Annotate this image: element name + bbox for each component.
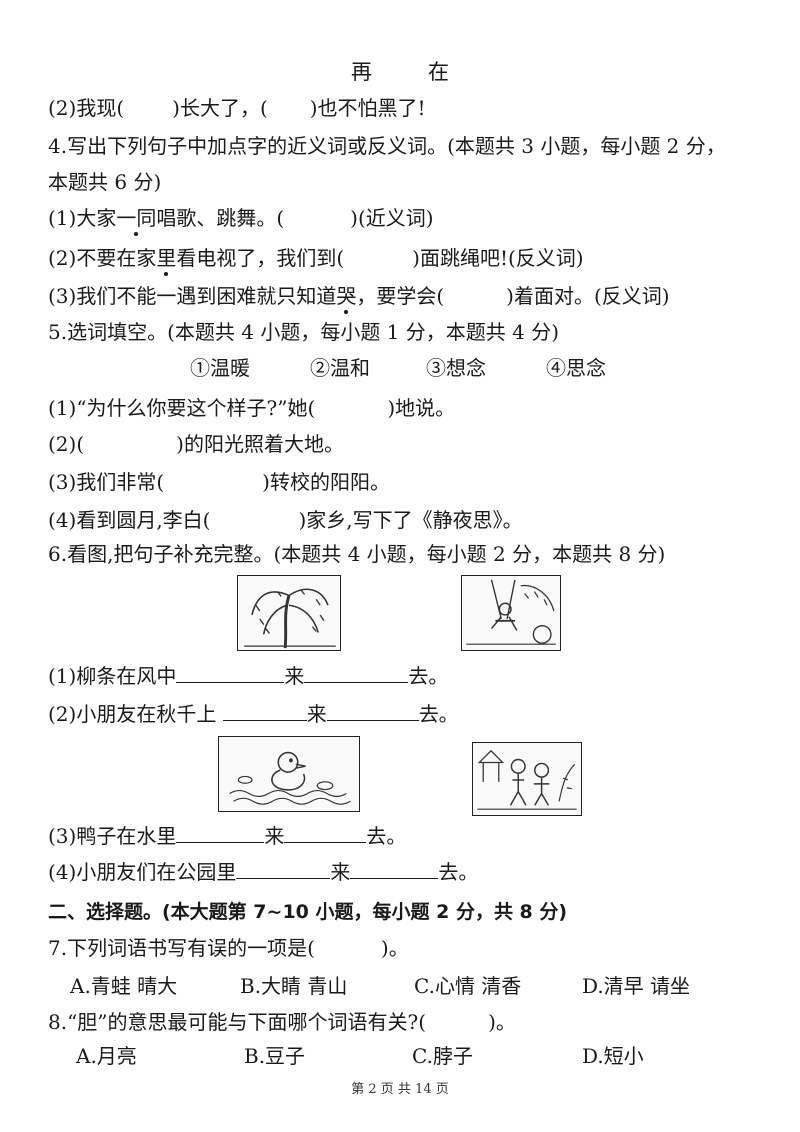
duck-icon (229, 751, 351, 805)
header-words: 再在 (0, 58, 800, 86)
q6-item-1: (1)柳条在风中来去。 (48, 664, 449, 688)
children-icon (477, 749, 577, 810)
header-word-2: 在 (428, 60, 449, 84)
q8-option-b[interactable]: B.豆子 (244, 1044, 306, 1068)
answer-blank[interactable] (350, 860, 439, 879)
duck-in-water-picture (218, 736, 360, 812)
q8-option-d[interactable]: D.短小 (582, 1044, 644, 1068)
q5-option: ④思念 (546, 356, 606, 380)
q6-item-3: (3)鸭子在水里来去。 (48, 824, 407, 848)
q5-item-3: (3)我们非常()转校的阳阳。 (48, 470, 390, 494)
swing-icon (466, 579, 556, 645)
q5-option: ③想念 (426, 356, 486, 380)
q7-option-a[interactable]: A.青蛙 晴大 (70, 974, 178, 998)
q5-item-4: (4)看到圆月,李白()家乡,写下了《静夜思》。 (48, 508, 523, 532)
q4-item-2: (2)不要在家里看电视了，我们到()面跳绳吧!(反义词) (48, 246, 584, 276)
answer-blank[interactable] (176, 824, 265, 843)
q3-item-2: (2)我现()长大了，()也不怕黑了! (48, 96, 426, 120)
q8-option-c[interactable]: C.脖子 (412, 1044, 473, 1068)
section-2-heading: 二、选择题。(本大题第 7~10 小题，每小题 2 分，共 8 分) (48, 901, 568, 923)
q7-option-c[interactable]: C.心情 清香 (414, 974, 522, 998)
q4-item-1: (1)大家一同唱歌、跳舞。()(近义词) (48, 206, 434, 236)
q6-item-4: (4)小朋友们在公园里来去。 (48, 860, 479, 884)
q6-heading: 6.看图,把句子补充完整。(本题共 4 小题，每小题 2 分，本题共 8 分) (48, 542, 666, 566)
q5-option: ②温和 (310, 356, 370, 380)
answer-blank[interactable] (326, 702, 419, 721)
children-in-park-picture (472, 742, 582, 816)
q5-item-1: (1)“为什么你要这个样子?”她()地说。 (48, 396, 456, 420)
q7-question: 7.下列词语书写有误的一项是()。 (48, 936, 409, 960)
child-on-swing-picture (461, 575, 561, 651)
q6-item-2: (2)小朋友在秋千上 来去。 (48, 702, 459, 726)
answer-blank[interactable] (176, 664, 285, 683)
answer-blank[interactable] (284, 824, 367, 843)
answer-blank[interactable] (304, 664, 409, 683)
answer-blank[interactable] (236, 860, 331, 879)
q8-question: 8.“胆”的意思最可能与下面哪个词语有关?()。 (48, 1010, 516, 1034)
q4-item-3: (3)我们不能一遇到困难就只知道哭，要学会()着面对。(反义词) (48, 284, 670, 314)
q5-option: ①温暖 (190, 356, 250, 380)
dotted-word: 一同 (116, 206, 157, 236)
q4-heading-2: 本题共 6 分) (48, 170, 162, 194)
willow-tree-icon (244, 588, 336, 649)
q7-option-b[interactable]: B.大睛 青山 (240, 974, 348, 998)
dotted-word: 里 (156, 246, 177, 276)
q5-item-2: (2)()的阳光照着大地。 (48, 432, 344, 456)
page-number: 第 2 页 共 14 页 (351, 1082, 449, 1097)
answer-blank[interactable] (222, 702, 307, 721)
q7-option-d[interactable]: D.清早 请坐 (582, 974, 691, 998)
q8-option-a[interactable]: A.月亮 (76, 1044, 137, 1068)
q4-heading-1: 4.写出下列句子中加点字的近义词或反义词。(本题共 3 小题，每小题 2 分， (48, 134, 726, 158)
header-word-1: 再 (351, 60, 372, 84)
q5-heading: 5.选词填空。(本题共 4 小题，每小题 1 分，本题共 4 分) (48, 320, 560, 344)
dotted-word: 哭 (336, 284, 357, 314)
willow-in-wind-picture (237, 575, 341, 651)
